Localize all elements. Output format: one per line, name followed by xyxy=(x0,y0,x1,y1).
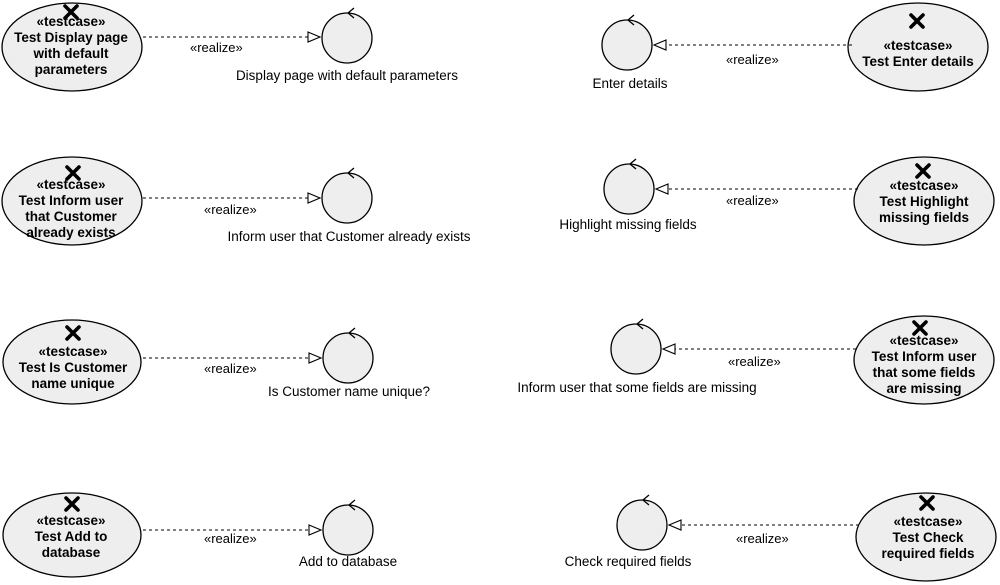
control-label: Enter details xyxy=(592,76,668,91)
realize-label: «realize» xyxy=(204,202,257,217)
realize-label: «realize» xyxy=(204,531,257,546)
realize-label: «realize» xyxy=(726,193,779,208)
realize-label: «realize» xyxy=(736,531,789,546)
realize-label: «realize» xyxy=(726,52,779,67)
arrowhead-icon xyxy=(308,524,323,536)
arrowhead-icon xyxy=(308,352,323,364)
control-circle-icon xyxy=(601,14,653,71)
testcase-ellipse xyxy=(855,492,997,582)
x-mark-icon xyxy=(65,165,81,181)
control-circle-icon xyxy=(321,7,373,64)
x-mark-icon xyxy=(919,495,935,511)
testcase-ellipse xyxy=(1,156,143,246)
control-circle-icon xyxy=(603,158,655,215)
x-mark-icon xyxy=(63,4,79,20)
control-label: Highlight missing fields xyxy=(559,217,697,232)
x-mark-icon xyxy=(912,320,928,336)
arrowhead-icon xyxy=(661,343,676,355)
realize-label: «realize» xyxy=(204,361,257,376)
control-circle-icon xyxy=(322,327,374,384)
realize-label: «realize» xyxy=(190,40,243,55)
arrowhead-icon xyxy=(307,192,322,204)
control-label: Add to database xyxy=(298,554,398,569)
testcase-text: «testcase» Test Inform user that some fi… xyxy=(871,333,977,396)
control-label: Inform user that some fields are missing xyxy=(517,380,757,395)
testcase-text: «testcase» Test Highlight missing fields xyxy=(878,178,970,225)
control-circle-icon xyxy=(322,499,374,556)
x-mark-icon xyxy=(64,496,80,512)
testcase-text: «testcase» Test Display page with defaul… xyxy=(14,14,128,77)
arrowhead-icon xyxy=(667,519,682,531)
testcase-text: «testcase» Test Add to database xyxy=(34,513,108,560)
x-mark-icon xyxy=(909,13,925,29)
control-label: Check required fields xyxy=(564,554,692,569)
testcase-text: «testcase» Test Is Customer name unique xyxy=(18,344,128,391)
testcase-ellipse xyxy=(853,156,995,246)
control-circle-icon xyxy=(610,318,662,375)
testcase-text: «testcase» Test Inform user that Custome… xyxy=(18,177,124,240)
x-mark-icon xyxy=(65,325,81,341)
testcase-ellipse xyxy=(847,2,989,92)
testcase-ellipse xyxy=(1,2,143,92)
control-label: Is Customer name unique? xyxy=(267,384,431,399)
arrowhead-icon xyxy=(654,183,669,195)
realize-label: «realize» xyxy=(728,354,781,369)
testcase-ellipse xyxy=(853,315,995,405)
control-circle-icon xyxy=(616,494,668,551)
arrowhead-icon xyxy=(307,31,322,43)
testcase-text: «testcase» Test Check required fields xyxy=(881,514,975,561)
control-label: Inform user that Customer already exists xyxy=(227,229,471,244)
testcase-ellipse xyxy=(2,492,142,578)
control-label: Display page with default parameters xyxy=(235,68,459,83)
testcase-text: «testcase» Test Enter details xyxy=(862,38,974,69)
arrowhead-icon xyxy=(652,39,667,51)
x-mark-icon xyxy=(915,163,931,179)
testcase-ellipse xyxy=(2,319,142,405)
control-circle-icon xyxy=(321,167,373,224)
